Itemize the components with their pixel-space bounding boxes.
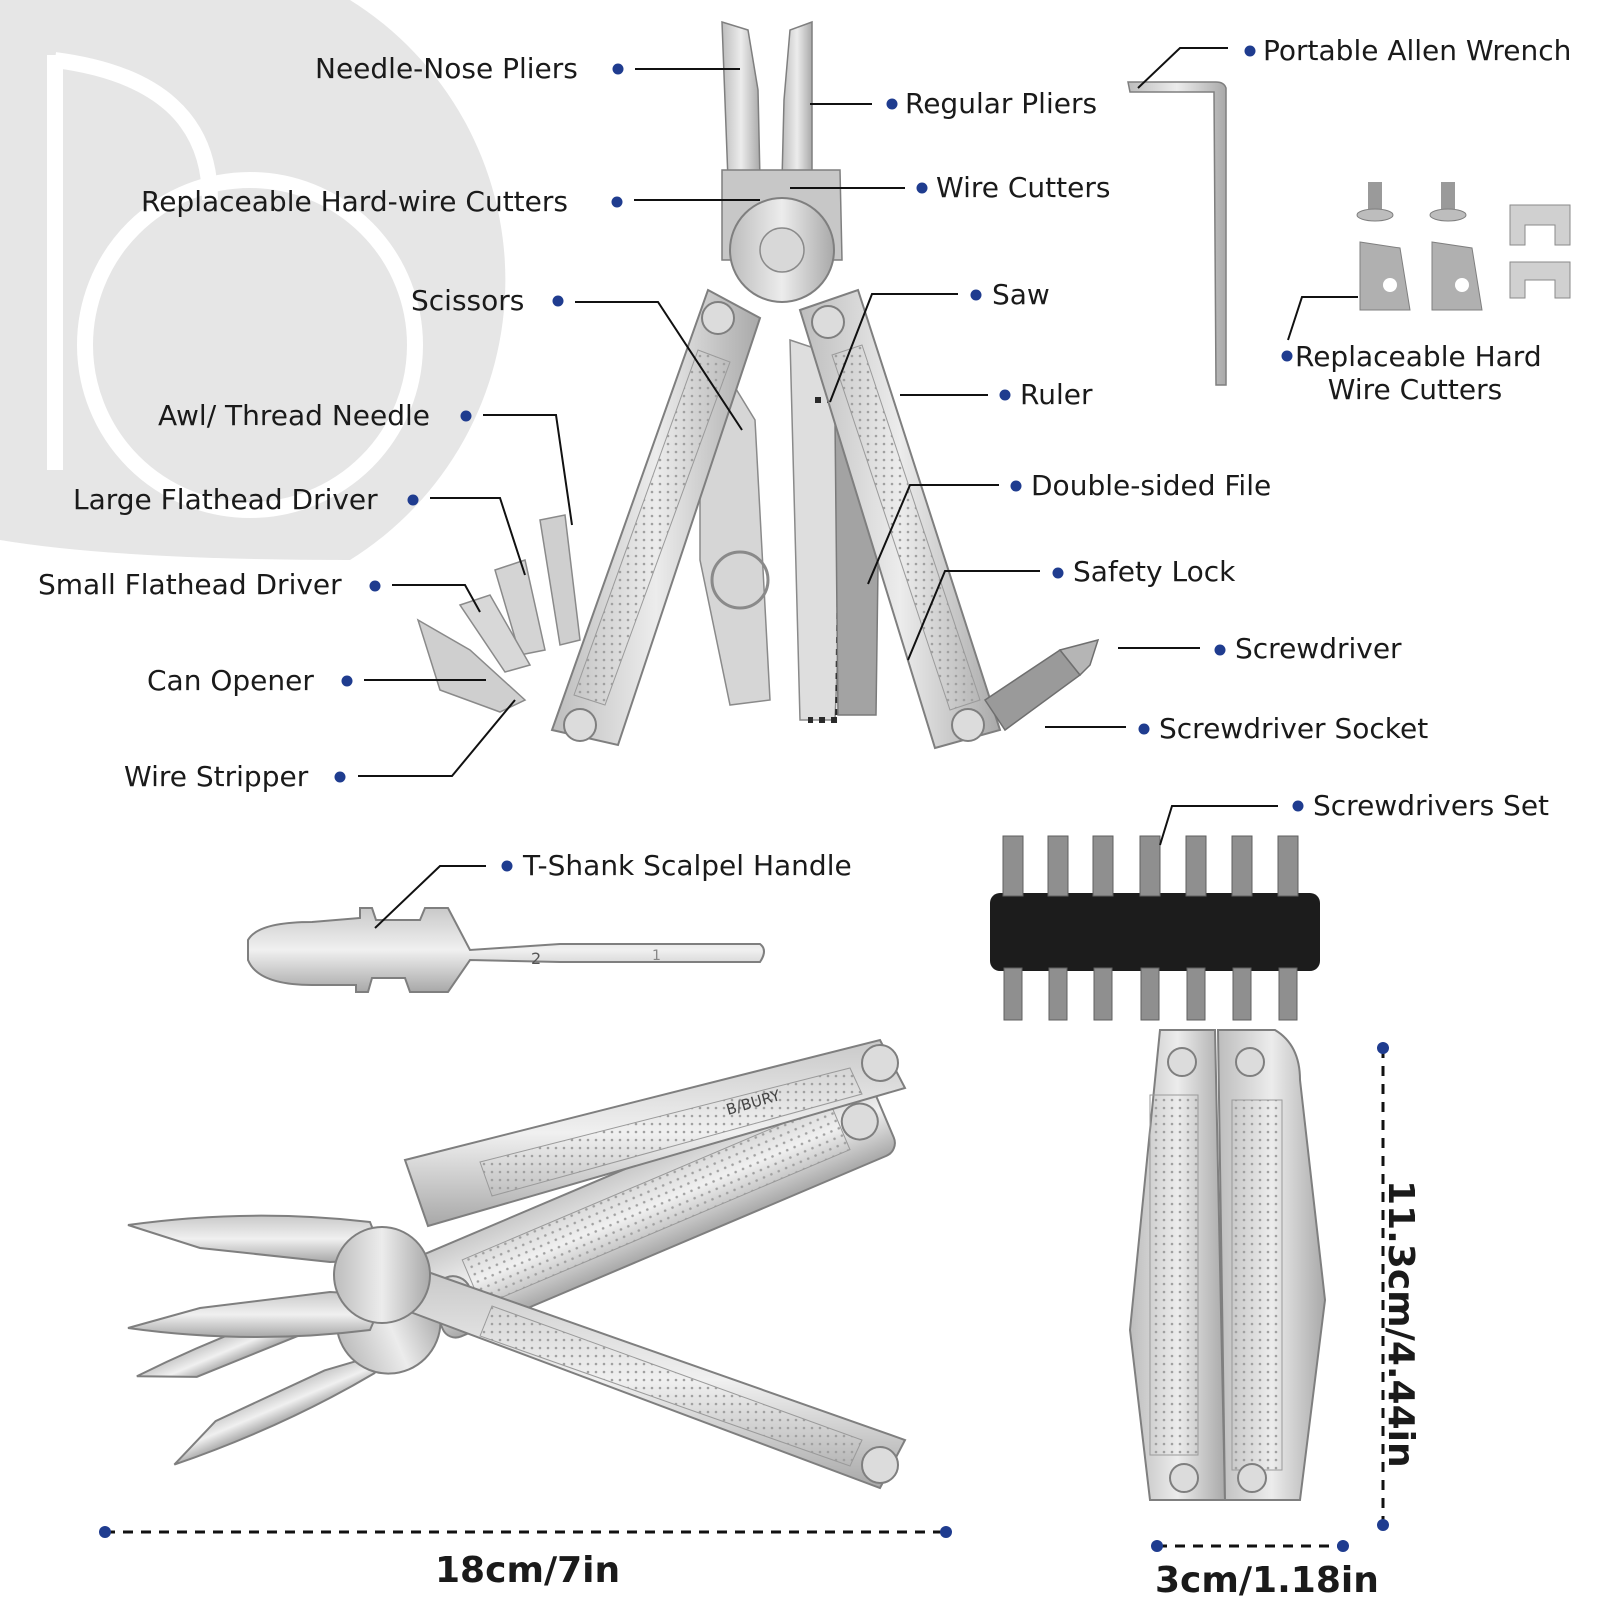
label-large-flathead-driver: Large Flathead Driver	[73, 483, 378, 516]
bit-bottom-3	[1093, 967, 1113, 1021]
scalpel-handle-illustration	[247, 907, 765, 993]
leader-allen-wrench	[1137, 47, 1228, 89]
leader-screwdrivers-set	[1159, 805, 1278, 846]
leader-scalpel-handle	[374, 865, 486, 929]
scalpel-mark-1: 1	[652, 948, 661, 964]
label-needle-nose-pliers: Needle-Nose Pliers	[315, 52, 578, 85]
leader-replaceable-kit	[1287, 296, 1358, 341]
brand-watermark	[0, 0, 506, 560]
dimension-closed-height: 11.3cm/4.44in	[1380, 1180, 1421, 1468]
leader-safety-lock	[907, 570, 1040, 661]
label-ruler: Ruler	[1020, 378, 1093, 411]
label-t-shank-scalpel-handle: T-Shank Scalpel Handle	[523, 849, 852, 882]
label-screwdriver: Screwdriver	[1235, 632, 1402, 665]
label-kit-line-1: Replaceable Hard	[1295, 340, 1542, 373]
bit-bottom-4	[1140, 967, 1160, 1021]
label-replaceable-hard-wire-cutters-kit: Replaceable Hard Wire Cutters	[1295, 340, 1542, 406]
label-safety-lock: Safety Lock	[1073, 555, 1236, 588]
leader-saw	[829, 293, 958, 403]
allen-wrench-illustration	[1127, 81, 1227, 386]
label-saw: Saw	[992, 278, 1050, 311]
bit-bottom-1	[1003, 967, 1023, 1021]
bit-bottom-6	[1232, 967, 1252, 1021]
leader-small-flathead	[392, 584, 481, 613]
label-double-sided-file: Double-sided File	[1031, 469, 1272, 502]
label-regular-pliers: Regular Pliers	[905, 87, 1098, 120]
bit-bottom-5	[1186, 967, 1206, 1021]
bit-top-2	[1047, 835, 1069, 897]
label-portable-allen-wrench: Portable Allen Wrench	[1263, 34, 1572, 67]
leader-lines	[358, 47, 1358, 929]
label-awl-thread-needle: Awl/ Thread Needle	[158, 399, 431, 432]
multitool-open-illustration	[416, 20, 1100, 750]
screwdriver-bits-set-illustration	[990, 835, 1320, 1021]
replacement-cutters-kit-illustration	[1356, 182, 1571, 311]
label-screwdrivers-set: Screwdrivers Set	[1313, 789, 1550, 822]
bit-top-4	[1139, 835, 1161, 897]
multitool-open-handles-illustration	[127, 1038, 907, 1490]
bit-top-5	[1185, 835, 1207, 897]
label-screwdriver-socket: Screwdriver Socket	[1159, 712, 1429, 745]
label-scissors: Scissors	[411, 284, 525, 317]
label-dots	[334, 45, 1304, 872]
dimension-closed-width: 3cm/1.18in	[1155, 1560, 1379, 1601]
label-replaceable-hardwire-cutters: Replaceable Hard-wire Cutters	[141, 185, 568, 218]
label-small-flathead-driver: Small Flathead Driver	[38, 568, 342, 601]
bit-top-1	[1002, 835, 1024, 897]
multitool-closed-front-illustration	[1128, 1029, 1327, 1501]
bit-bottom-7	[1278, 967, 1298, 1021]
bit-top-6	[1231, 835, 1253, 897]
label-wire-cutters: Wire Cutters	[936, 171, 1111, 204]
bit-top-7	[1277, 835, 1299, 897]
leader-scissors	[575, 301, 743, 431]
leader-awl	[483, 414, 573, 526]
leader-wire-stripper	[358, 699, 516, 777]
leader-large-flathead	[430, 497, 526, 576]
label-wire-stripper: Wire Stripper	[124, 760, 309, 793]
bit-bottom-2	[1048, 967, 1068, 1021]
leader-double-sided-file	[867, 484, 999, 585]
bit-top-3	[1092, 835, 1114, 897]
scalpel-mark-2: 2	[531, 949, 541, 968]
label-kit-line-2: Wire Cutters	[1327, 373, 1503, 406]
dimension-open-length: 18cm/7in	[435, 1550, 621, 1591]
bit-holder	[990, 893, 1320, 971]
dimension-lines	[99, 1042, 1389, 1552]
label-can-opener: Can Opener	[147, 664, 314, 697]
